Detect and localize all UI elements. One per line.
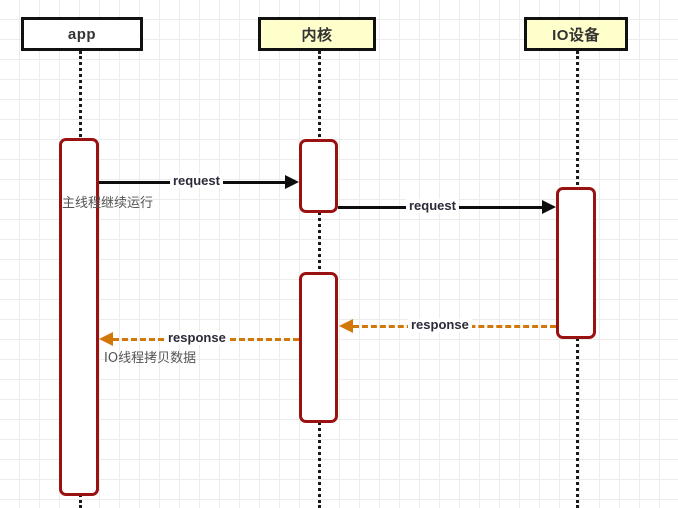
note-io-thread-copies-data: IO线程拷贝数据 bbox=[104, 351, 197, 366]
participant-kernel[interactable]: 内核 bbox=[258, 17, 376, 51]
participant-io-device[interactable]: IO设备 bbox=[524, 17, 628, 51]
participant-app-label: app bbox=[67, 25, 97, 43]
message-label-request-app-to-kernel: request bbox=[170, 174, 223, 188]
arrowhead-request-app-to-kernel bbox=[285, 175, 299, 189]
arrowhead-request-kernel-to-io bbox=[542, 200, 556, 214]
participant-io-device-label: IO设备 bbox=[552, 26, 600, 44]
participant-app[interactable]: app bbox=[21, 17, 143, 51]
participant-kernel-label: 内核 bbox=[301, 26, 333, 44]
note-main-thread-continues: 主线程继续运行 bbox=[62, 196, 154, 211]
arrowhead-response-kernel-to-app bbox=[99, 332, 113, 346]
message-label-response-io-to-kernel: response bbox=[408, 318, 472, 332]
activation-bar-app[interactable] bbox=[59, 138, 99, 496]
activation-bar-kernel-2[interactable] bbox=[299, 272, 338, 423]
message-label-request-kernel-to-io: request bbox=[406, 199, 459, 213]
arrowhead-response-io-to-kernel bbox=[339, 319, 353, 333]
activation-bar-io[interactable] bbox=[556, 187, 596, 339]
message-label-response-kernel-to-app: response bbox=[165, 331, 229, 345]
activation-bar-kernel-1[interactable] bbox=[299, 139, 338, 213]
